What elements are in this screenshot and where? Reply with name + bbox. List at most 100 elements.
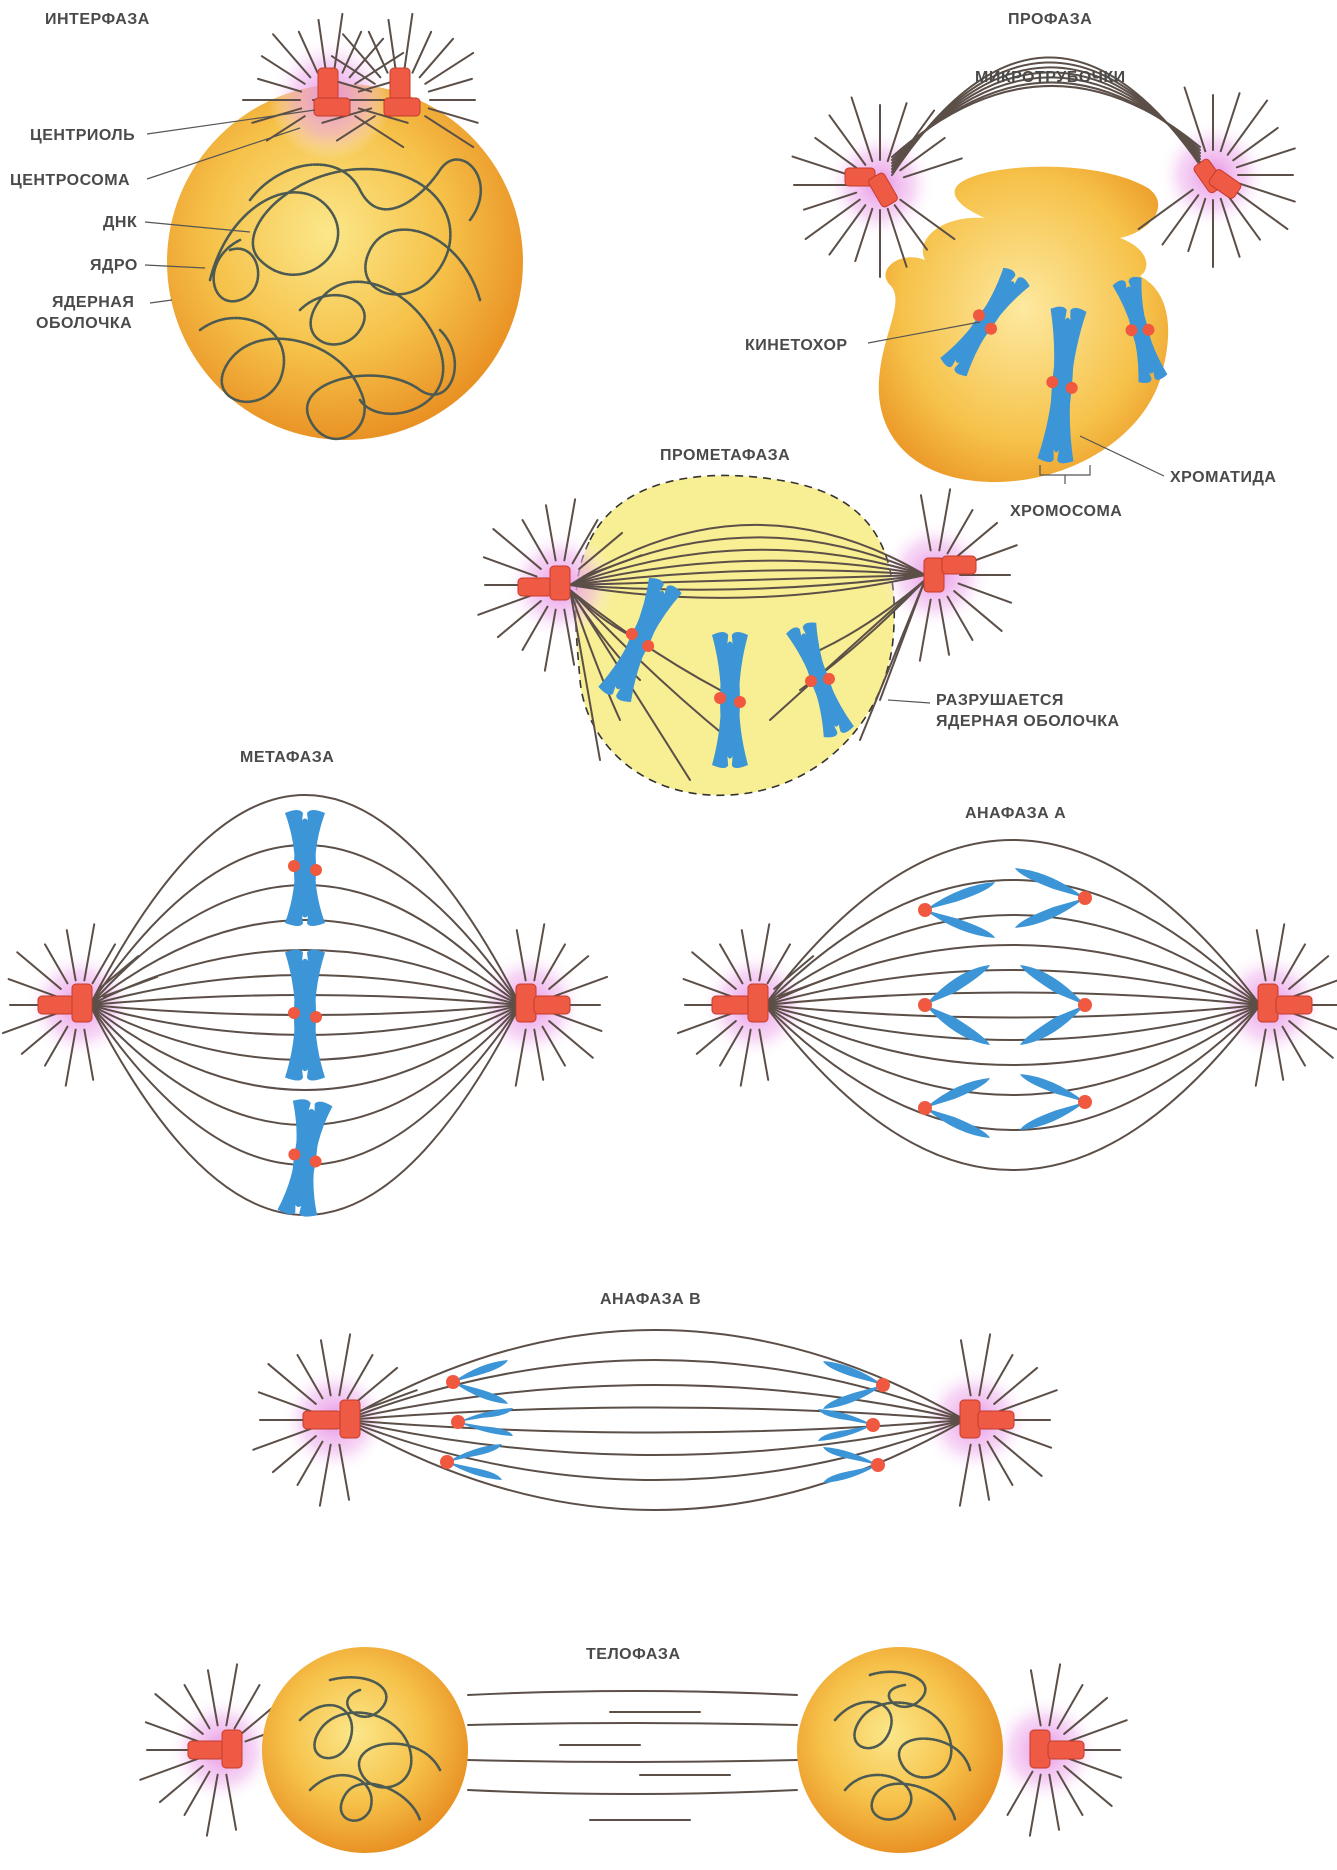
centriole [1048,1741,1084,1759]
aster-ray [404,14,412,70]
kinetochore [1078,998,1092,1012]
label-centrosome: ЦЕНТРОСОМА [10,172,130,189]
microtubule [765,1005,1260,1065]
label-nuclear-envelope-2: ОБОЛОЧКА [36,315,132,332]
centriole [340,1400,360,1438]
kinetochore [876,1378,890,1392]
separated-chromatid [440,1444,502,1480]
aster-ray [425,53,473,84]
chromatid-arm [925,1108,990,1138]
centriole [222,1730,242,1768]
microtubule [765,1005,1260,1170]
phase-title-telophase: ТЕЛОФАЗА [586,1646,681,1663]
kinetochore [714,692,726,704]
microtubule [765,945,1260,1005]
microtubule [765,1005,1260,1018]
separated-chromatid [1020,965,1092,1045]
centriole [960,1400,980,1438]
label-nucleus: ЯДРО [90,257,138,274]
leader-envelope-breaks [888,700,930,703]
centriole [314,98,350,116]
centriole [550,566,570,600]
centriole [534,996,570,1014]
separated-chromatid [918,882,995,938]
phase-title-metaphase: МЕТАФАЗА [240,749,334,766]
microtubule [468,1691,797,1695]
separated-chromatid [918,1078,990,1138]
centriole [518,578,552,596]
kinetochore [866,1418,880,1432]
centriole [924,558,944,592]
kinetochore [734,696,746,708]
interphase-panel: ИНТЕРФАЗА ЦЕНТРИОЛЬ ЦЕНТРОСОМА ДНК ЯДРО … [10,11,523,440]
centriole [1258,984,1278,1022]
centriole [303,1411,341,1429]
telophase-panel: ТЕЛОФАЗА [140,1646,1127,1853]
chromatid-arm [823,1465,878,1483]
kinetochore [310,1011,322,1023]
anaphase-a-panel: АНАФАЗА А [678,805,1337,1170]
microtubule [468,1760,797,1762]
centriole [978,1411,1014,1429]
microtubule [468,1723,797,1725]
chromatid-arm [1020,1074,1085,1102]
phase-title-prophase: ПРОФАЗА [1008,11,1092,28]
label-dna: ДНК [103,214,137,231]
microtubule [892,77,1200,163]
microtubule [892,86,1200,157]
label-envelope-breaks-1: РАЗРУШАЕТСЯ [936,692,1064,709]
kinetochore [918,1101,932,1115]
kinetochore [440,1455,454,1469]
chromatid-arm [823,1447,878,1465]
centriole [384,98,420,116]
prophase-panel: ПРОФАЗА МИКРОТРУБОЧКИ КИНЕТОХОР ХРОМАТИД… [745,11,1295,520]
centriole [72,984,92,1022]
kinetochore [446,1375,460,1389]
phase-title-anaphase-a: АНАФАЗА А [965,805,1066,822]
label-centriole: ЦЕНТРИОЛЬ [30,127,135,144]
phase-title-prometaphase: ПРОМЕТАФАЗА [660,447,790,464]
microtubule [765,840,1260,1005]
label-chromosome: ХРОМОСОМА [1010,503,1122,520]
chromosome [285,950,325,1081]
centriole [188,1741,224,1759]
prometaphase-panel: ПРОМЕТАФАЗА РАЗРУШАЕТСЯ ЯДЕРНАЯ ОБОЛОЧКА [478,447,1119,795]
separated-chromatid [1020,1074,1092,1130]
kinetochore [1078,1095,1092,1109]
label-chromatid: ХРОМАТИДА [1170,469,1276,486]
separated-chromatid [918,965,990,1045]
kinetochore [871,1458,885,1472]
chromatid-arm [458,1408,513,1422]
kinetochore [918,903,932,917]
separated-chromatid [823,1447,885,1483]
centriole [1276,996,1312,1014]
centriole [38,996,74,1014]
centriole [1030,1730,1050,1768]
metaphase-panel: МЕТАФАЗА [3,749,607,1218]
centriole [942,556,976,574]
microtubule [765,993,1260,1006]
chromatid-arm [823,1361,883,1385]
centriole [516,984,536,1022]
label-kinetochore: КИНЕТОХОР [745,337,848,354]
phase-title-anaphase-b: АНАФАЗА В [600,1291,701,1308]
leader-nuclear-envelope [150,300,172,303]
centriole [712,996,750,1014]
separated-chromatid [1015,868,1092,928]
chromosome [277,1098,333,1218]
anaphase-b-panel: АНАФАЗА В [253,1291,1057,1510]
centriole [390,68,410,100]
kinetochore [918,998,932,1012]
aster-ray [429,79,472,92]
phase-title-interphase: ИНТЕРФАЗА [45,11,150,28]
chromatid-arm [1015,868,1085,898]
microtubule [765,1005,1260,1095]
chromosome [285,810,325,926]
kinetochore [288,860,300,872]
label-microtubules: МИКРОТРУБОЧКИ [975,69,1126,86]
kinetochore [310,864,322,876]
chromosome [712,632,748,768]
microtubule [468,1790,797,1794]
anaphase-a-chromosomes [918,868,1092,1138]
